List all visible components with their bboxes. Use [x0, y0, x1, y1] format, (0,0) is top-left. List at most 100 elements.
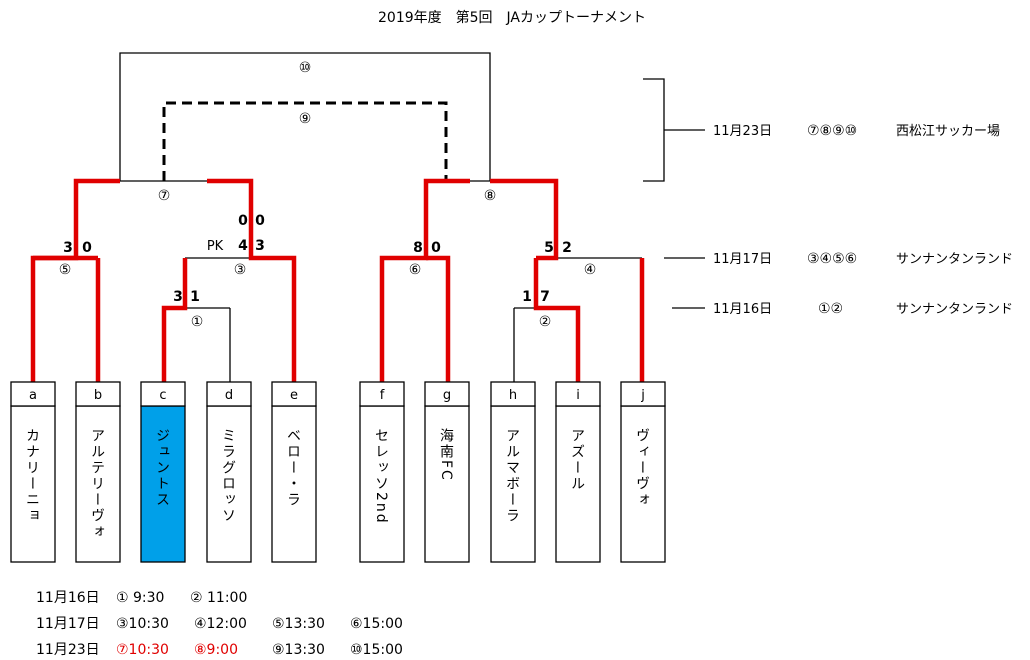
venue-place-3: サンナンタンランド [896, 302, 1013, 317]
match-9-line [162, 101, 448, 181]
team-box-b: b アルテリーヴォ [75, 381, 121, 563]
match-label-6: ⑥ [409, 262, 422, 278]
venue-matches-2: ③④⑤⑥ [807, 251, 857, 267]
team-letter: j [640, 388, 645, 403]
team-box-i: i アズール [555, 381, 601, 563]
score-m4-right: 2 [562, 240, 572, 256]
team-letter-cell [490, 381, 536, 407]
venue-date-1: 11月23日 [713, 124, 772, 139]
venue-date-3: 11月16日 [713, 302, 772, 317]
team-letter-cell [206, 381, 252, 407]
schedule-item: ⑦10:30 [116, 642, 169, 658]
score-m5-right: 0 [82, 240, 92, 256]
score-m6-right: 0 [431, 240, 441, 256]
team-letter-cell [10, 381, 56, 407]
match-label-10: ⑩ [299, 60, 312, 76]
team-box-d: d ミラグロッソ [206, 381, 252, 563]
score-m3-pk-right: 0 [255, 213, 265, 229]
team-name: アルテリーヴォ [89, 428, 105, 540]
team-box-f: f セレッソ2nd [359, 381, 405, 563]
venue-matches-3: ①② [818, 301, 843, 317]
schedule: 11月16日 ① 9:30 ② 11:00 11月17日 ③10:30 ④12:… [36, 590, 403, 658]
winner-paths [30, 178, 645, 382]
team-name: ヴィーヴォ [634, 428, 650, 508]
score-m4-left: 5 [544, 240, 554, 256]
score-m3-left: 4 [238, 238, 248, 254]
schedule-item: ⑥15:00 [350, 616, 403, 632]
team-box-a: a カナリーニョ [10, 381, 56, 563]
score-m5-left: 3 [63, 240, 73, 256]
team-name: カナリーニョ [24, 428, 40, 524]
team-letter-cell [424, 381, 470, 407]
team-letter-cell [271, 381, 317, 407]
match-label-4: ④ [584, 262, 597, 278]
schedule-item: ④12:00 [194, 616, 247, 632]
match-label-5: ⑤ [59, 262, 72, 278]
score-m3-right: 3 [255, 238, 265, 254]
team-letter: b [94, 388, 102, 403]
match-label-9: ⑨ [299, 111, 312, 127]
score-m6-left: 8 [413, 240, 423, 256]
schedule-date-3: 11月23日 [36, 642, 100, 658]
schedule-item: ② 11:00 [190, 590, 247, 606]
team-letter: c [159, 388, 166, 403]
team-name: アルマボーラ [504, 428, 520, 524]
match-label-2: ② [539, 314, 552, 330]
team-letter: i [576, 388, 580, 403]
score-m2-right: 7 [540, 289, 550, 305]
team-name: アズール [569, 428, 585, 492]
team-name: ベロー・ラ [285, 428, 301, 508]
match-label-8: ⑧ [484, 188, 497, 204]
venue-place-2: サンナンタンランド [896, 252, 1013, 267]
team-letter: a [29, 388, 37, 403]
schedule-item: ⑩15:00 [350, 642, 403, 658]
team-letter-cell [555, 381, 601, 407]
venue-place-1: 西松江サッカー場 [896, 124, 1000, 139]
schedule-item: ③10:30 [116, 616, 169, 632]
match-label-7: ⑦ [158, 188, 171, 204]
team-letter: d [225, 388, 233, 403]
team-name-cell [620, 405, 666, 563]
team-letter-cell [359, 381, 405, 407]
team-letter: e [290, 388, 298, 403]
score-m3-pk-left: 0 [238, 213, 248, 229]
team-letter-cell [75, 381, 121, 407]
team-name: ミラグロッソ [220, 428, 236, 524]
match-label-1: ① [191, 314, 204, 330]
team-name-cell [10, 405, 56, 563]
score-m1-right: 1 [190, 289, 200, 305]
match-numbers: ⑩ ⑨ ⑦ ⑧ ⑤ ③ ⑥ ④ ① ② [59, 60, 597, 330]
team-box-c: c ジュントス [140, 381, 186, 563]
schedule-date-2: 11月17日 [36, 616, 100, 632]
scores: 3 0 3 1 0 0 PK 4 3 8 0 1 7 5 2 [63, 213, 572, 305]
schedule-item: ⑤13:30 [272, 616, 325, 632]
team-name-cell [140, 405, 186, 563]
team-name-cell [359, 405, 405, 563]
team-letter-cell [140, 381, 186, 407]
schedule-item: ⑨13:30 [272, 642, 325, 658]
team-name: 海南FC [438, 428, 454, 482]
schedule-item: ⑧9:00 [194, 642, 238, 658]
team-name: セレッソ2nd [373, 428, 389, 525]
team-letter: f [380, 388, 385, 403]
schedule-date-1: 11月16日 [36, 590, 100, 606]
score-m1-left: 3 [173, 289, 183, 305]
team-box-j: j ヴィーヴォ [620, 381, 666, 563]
score-m3-pk-label: PK [207, 239, 224, 254]
score-m2-left: 1 [522, 289, 532, 305]
venue-matches-1: ⑦⑧⑨⑩ [807, 123, 857, 139]
venue-info: 11月23日 ⑦⑧⑨⑩ 西松江サッカー場 11月17日 ③④⑤⑥ サンナンタンラ… [713, 123, 1013, 317]
team-name: ジュントス [154, 428, 170, 508]
team-letter-cell [620, 381, 666, 407]
team-letter: g [443, 388, 451, 403]
team-box-e: e ベロー・ラ [271, 381, 317, 563]
match-label-3: ③ [234, 262, 247, 278]
team-name-cell [75, 405, 121, 563]
team-boxes: a カナリーニョ b アルテリーヴォ c ジュントス d ミラグロッソ e ベロー・ラ f セレッソ2… [10, 381, 666, 563]
team-name-cell [490, 405, 536, 563]
venue-date-2: 11月17日 [713, 252, 772, 267]
page-title: 2019年度 第5回 JAカップトーナメント [378, 9, 646, 26]
team-box-g: g 海南FC [424, 381, 470, 563]
